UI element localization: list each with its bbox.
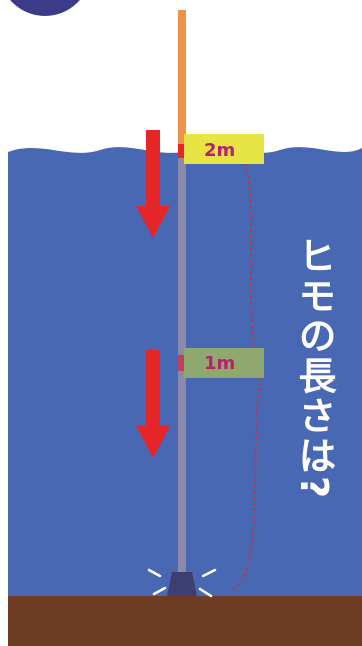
down-arrow-icon — [136, 130, 170, 238]
sinker-icon — [167, 572, 197, 596]
question-text: ヒモの長さは? — [292, 236, 336, 501]
top-marker: 2m — [178, 134, 264, 164]
circle-icon — [5, 0, 85, 20]
mid-marker-label: 1m — [204, 353, 235, 374]
seabed — [8, 596, 362, 646]
top-marker-label: 2m — [204, 140, 235, 161]
down-arrow-icon — [136, 350, 170, 458]
dotted-measure-line — [229, 147, 265, 590]
impact-lines-icon — [147, 568, 217, 598]
mid-marker: 1m — [178, 348, 264, 378]
pole-above-water — [178, 10, 186, 150]
